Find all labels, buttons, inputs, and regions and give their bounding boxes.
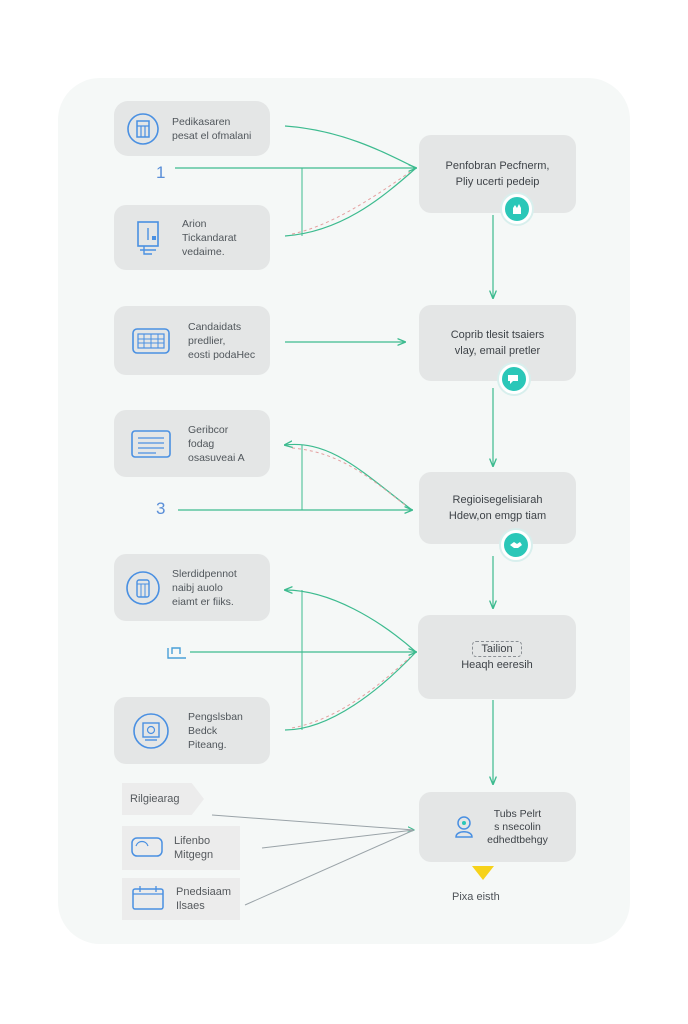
connector-dash xyxy=(291,656,411,729)
monitor-icon xyxy=(114,218,182,258)
node-label: Heaqh eeresih xyxy=(461,659,533,671)
node-label: Regioisegelisiarah xyxy=(452,494,543,506)
node-label: fodag xyxy=(188,437,215,450)
gear-screen-icon xyxy=(114,711,188,751)
node-label: pesat el ofmalani xyxy=(172,129,252,142)
node-label: osasuveai A xyxy=(188,451,245,464)
connector-line xyxy=(284,167,417,237)
node-label: Bedck xyxy=(188,724,218,737)
node-label: eiamt er fiiks. xyxy=(172,595,234,608)
right-node-4[interactable]: Tailion Heaqh eeresih xyxy=(418,615,576,699)
node-label: s nsecolin xyxy=(494,820,541,833)
right-node-1[interactable]: Penfobran Pecfnerm, Pliy ucerti pedeip xyxy=(419,135,576,213)
node-label: edhedtbehgy xyxy=(487,833,548,846)
node-label: Arion xyxy=(182,217,207,230)
tray-icon xyxy=(166,644,188,665)
node-label: vlay, email pretler xyxy=(454,345,541,357)
jar-icon xyxy=(114,569,172,607)
node-label: Piteang. xyxy=(188,738,227,751)
form-icon xyxy=(114,112,172,146)
step-number-3: 3 xyxy=(156,499,166,518)
node-label: Pliy ucerti pedeip xyxy=(455,176,540,188)
node-label: Geribcor xyxy=(188,423,229,436)
connector-line xyxy=(285,590,417,653)
node-label: Coprib tlesit tsaiers xyxy=(450,329,545,341)
node-label: Tubs Pelrt xyxy=(493,807,542,820)
connector-line xyxy=(211,814,414,830)
tag-label: Lifenbo xyxy=(174,835,211,847)
document-icon xyxy=(114,427,188,461)
tag-label: Mitgegn xyxy=(174,849,214,861)
bottom-tag-1[interactable]: Rilgiearag xyxy=(122,783,204,815)
node-label: Candaidats xyxy=(188,320,242,333)
final-arrow-icon xyxy=(472,866,494,880)
calendar-icon xyxy=(130,884,166,915)
node-label: eosti podaHec xyxy=(188,348,256,361)
tag-label: Pnedsiaam xyxy=(176,886,232,898)
connector-line xyxy=(244,829,415,906)
node-label: naibj auolo xyxy=(172,581,223,594)
node-label: vedaime. xyxy=(182,245,225,258)
connector-dash xyxy=(291,447,406,506)
bottom-tag-3[interactable]: Pnedsiaam Ilsaes xyxy=(122,878,240,920)
node-label: Tailion xyxy=(472,641,522,657)
step-number-1: 1 xyxy=(156,163,166,182)
handshake-icon xyxy=(501,530,531,560)
tablet-icon xyxy=(130,834,164,863)
connector-line xyxy=(285,444,413,511)
node-label: Pengslsban xyxy=(188,710,243,723)
tag-label: Ilsaes xyxy=(176,900,205,912)
right-node-5[interactable]: Tubs Pelrt s nsecolin edhedtbehgy xyxy=(419,792,576,862)
node-label: Hdew,on emgp tiam xyxy=(448,510,547,522)
right-node-2[interactable]: Coprib tlesit tsaiers vlay, email pretle… xyxy=(419,305,576,381)
bottom-tag-2[interactable]: Lifenbo Mitgegn xyxy=(122,826,240,870)
node-label: predlier, xyxy=(188,334,226,347)
connector-line xyxy=(284,651,417,731)
hand-icon xyxy=(502,194,532,224)
connector-dash xyxy=(291,171,411,235)
node-label: Slerdidpennot xyxy=(172,567,237,580)
connector-line xyxy=(261,829,415,849)
node-label: Penfobran Pecfnerm, xyxy=(445,160,550,172)
keyboard-icon xyxy=(114,323,188,359)
tag-label: Rilgiearag xyxy=(130,793,180,805)
robot-icon xyxy=(447,813,481,841)
final-label: Pixa eisth xyxy=(452,891,500,903)
chat-icon xyxy=(499,364,529,394)
right-node-3[interactable]: Regioisegelisiarah Hdew,on emgp tiam xyxy=(419,472,576,544)
node-label: Pedikasaren xyxy=(172,115,231,128)
node-label: Tickandarat xyxy=(182,231,237,244)
connector-line xyxy=(284,125,417,169)
